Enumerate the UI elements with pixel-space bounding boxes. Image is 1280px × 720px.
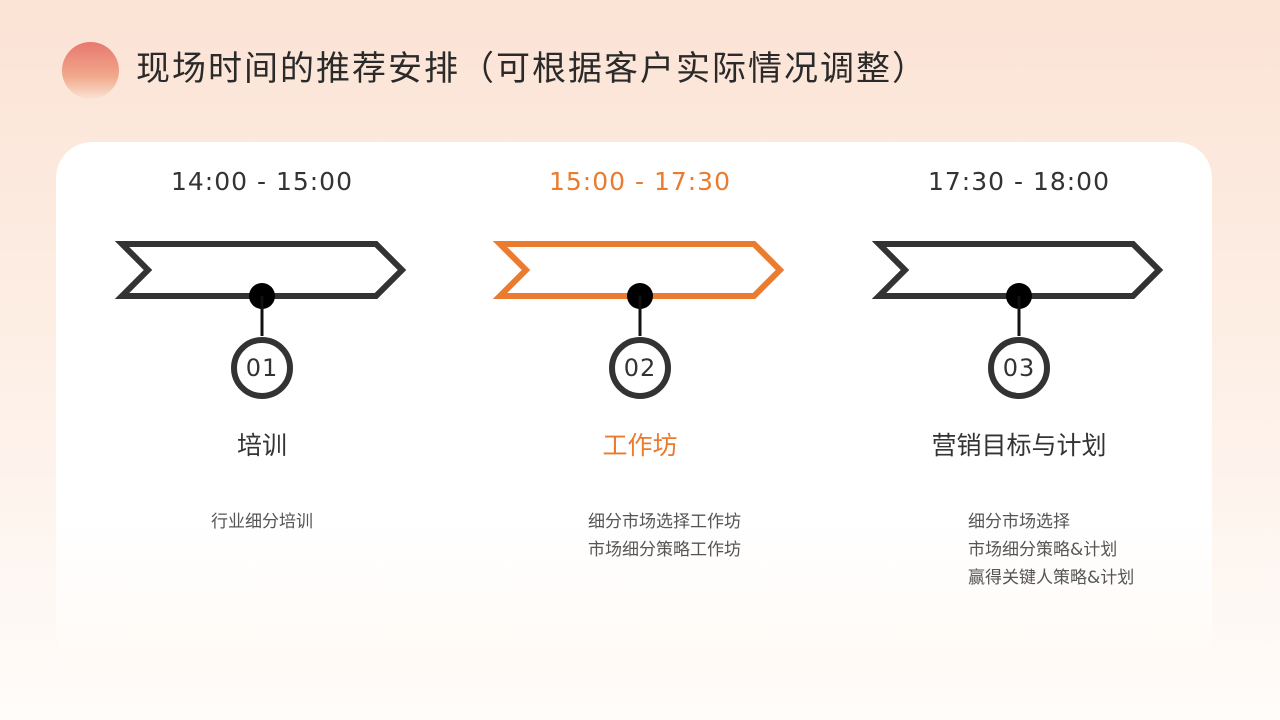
page-title: 现场时间的推荐安排（可根据客户实际情况调整） <box>136 49 928 89</box>
step-time: 17:30 - 18:00 <box>927 167 1110 196</box>
step-time: 14:00 - 15:00 <box>170 167 353 196</box>
chevron-arrow-icon <box>871 241 1164 399</box>
step-time: 15:00 - 17:30 <box>548 167 731 196</box>
step-number: 03 <box>1002 354 1036 382</box>
detail-item: 市场细分策略&计划 <box>968 540 1118 560</box>
step-details: 行业细分培训 <box>211 508 313 536</box>
schedule-step-2: 15:00 - 17:30 02 工作坊 细分市场选择工作坊 市场细分策略工作坊 <box>490 142 790 672</box>
detail-item: 行业细分培训 <box>211 512 313 532</box>
step-title: 工作坊 <box>602 431 678 460</box>
step-number: 02 <box>623 354 657 382</box>
schedule-step-1: 14:00 - 15:00 01 培训 行业细分培训 <box>112 142 412 672</box>
detail-item: 市场细分策略工作坊 <box>588 540 741 560</box>
schedule-step-3: 17:30 - 18:00 03 营销目标与计划 细分市场选择 市场细分策略&计… <box>869 142 1169 672</box>
detail-item: 赢得关键人策略&计划 <box>968 568 1135 588</box>
step-title: 培训 <box>236 431 287 460</box>
detail-item: 细分市场选择工作坊 <box>588 512 741 532</box>
step-details: 细分市场选择工作坊 市场细分策略工作坊 <box>588 508 741 564</box>
schedule-card: 14:00 - 15:00 01 培训 行业细分培训 15:00 - 17:30… <box>56 142 1212 672</box>
step-title: 营销目标与计划 <box>931 431 1107 460</box>
title-decoration-circle <box>62 42 119 99</box>
chevron-arrow-icon <box>114 241 407 399</box>
chevron-arrow-icon <box>492 241 785 399</box>
detail-item: 细分市场选择 <box>968 512 1070 532</box>
step-number: 01 <box>245 354 279 382</box>
step-details: 细分市场选择 市场细分策略&计划 赢得关键人策略&计划 <box>968 508 1134 592</box>
